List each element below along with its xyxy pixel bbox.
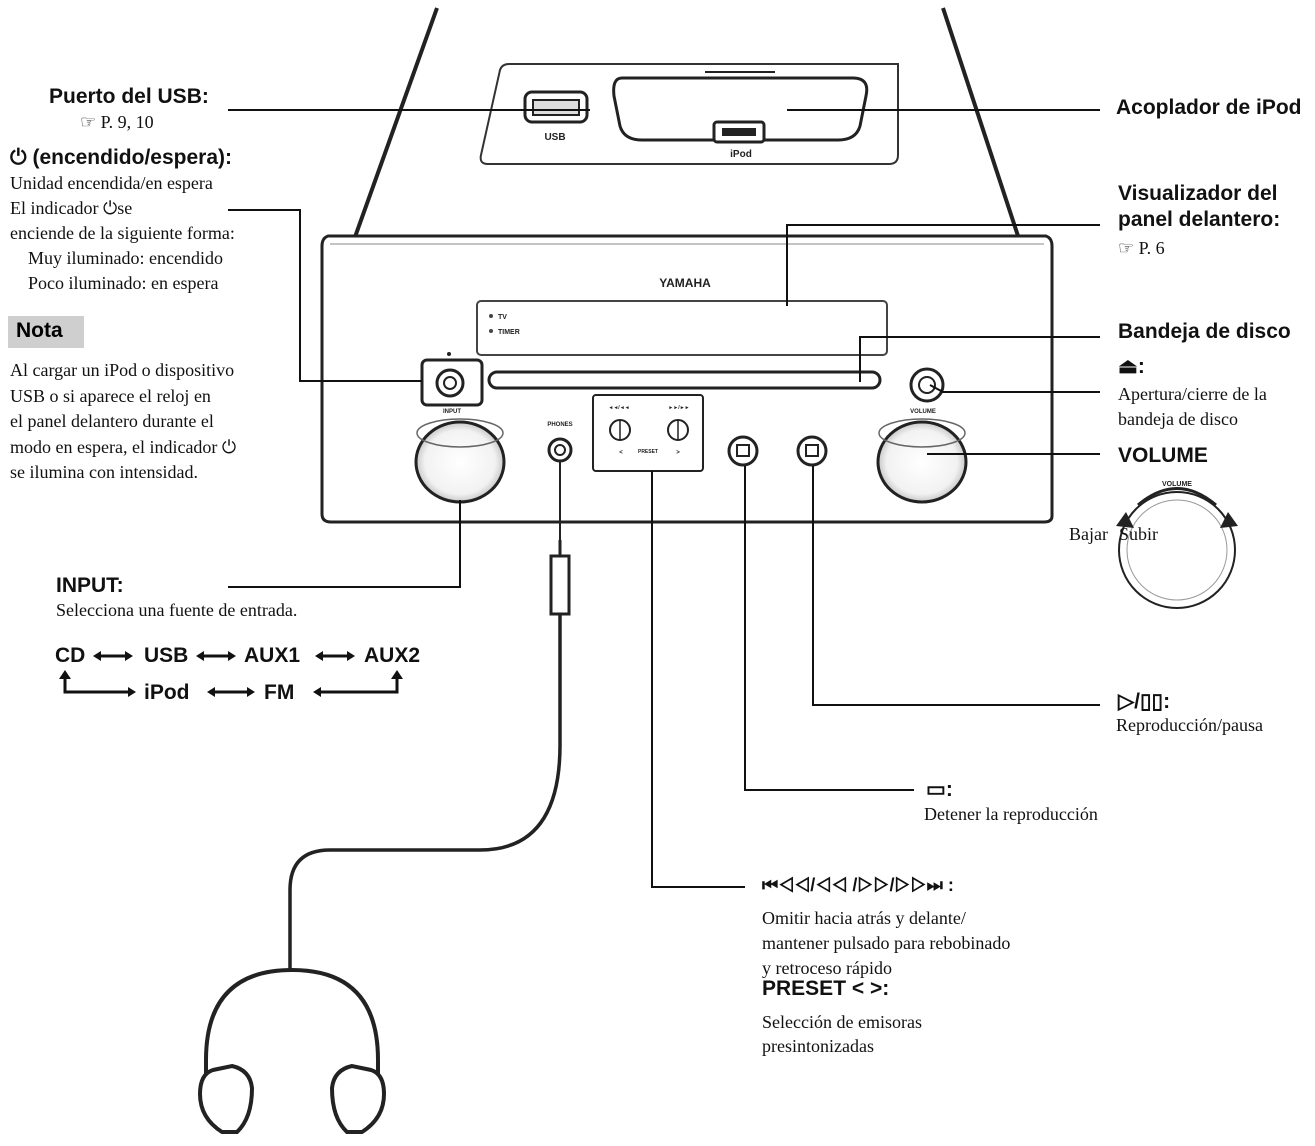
- ipod-dock[interactable]: [612, 71, 869, 144]
- eject-desc-1: Apertura/cierre de la: [1118, 384, 1267, 404]
- display-ref: ☞ P. 6: [1118, 238, 1165, 258]
- preset-label: PRESET: [638, 449, 658, 455]
- skip-desc-3: y retroceso rápido: [762, 958, 892, 978]
- power-button[interactable]: [420, 352, 484, 407]
- skip-symbol: ⏮◁◁/◁◁ /▷▷/▷▷⏭ :: [762, 875, 954, 895]
- phones-label: PHONES: [547, 422, 572, 428]
- ipod-dock-title: Acoplador de iPod: [1116, 96, 1302, 119]
- nota-badge: Nota: [8, 316, 84, 348]
- preset-panel: [592, 394, 704, 472]
- stop-symbol: ▭:: [926, 778, 953, 801]
- tv-led-label: TV: [498, 314, 507, 321]
- front-display: [476, 300, 888, 356]
- ipod-label: iPod: [730, 149, 752, 160]
- volume-knob-label: VOLUME: [910, 409, 936, 415]
- preset-right-label: >: [676, 450, 680, 456]
- leader-lines: [228, 109, 1100, 888]
- volume-dial-label: VOLUME: [1162, 481, 1192, 488]
- input-cycle-cd: CD: [55, 644, 86, 667]
- input-cycle-aux1: AUX1: [244, 644, 301, 667]
- volume-dial-icon: [1116, 487, 1238, 609]
- input-cycle-aux2: AUX2: [364, 644, 421, 667]
- stop-desc: Detener la reproducción: [924, 804, 1098, 824]
- preset-desc-2: presintonizadas: [762, 1036, 874, 1056]
- nota-line-4: modo en espera, el indicador ⏻: [10, 437, 237, 457]
- input-knob[interactable]: [414, 418, 506, 504]
- power-line-5: Poco iluminado: en espera: [28, 273, 219, 293]
- volume-up: Subir: [1119, 524, 1159, 544]
- disc-tray[interactable]: [487, 370, 882, 390]
- nota-line-5: se ilumina con intensidad.: [10, 462, 198, 482]
- usb-label: USB: [544, 132, 565, 143]
- timer-led-label: TIMER: [498, 329, 520, 336]
- preset-desc-1: Selección de emisoras: [762, 1012, 922, 1032]
- play-desc: Reproducción/pausa: [1116, 715, 1263, 735]
- power-line-4: Muy iluminado: encendido: [28, 248, 223, 268]
- volume-down: Bajar: [1069, 524, 1108, 544]
- input-knob-label: INPUT: [443, 409, 461, 415]
- headphones-icon: [197, 967, 387, 1134]
- input-cycle-arrows: [63, 654, 399, 694]
- tray-title: Bandeja de disco: [1118, 320, 1291, 343]
- input-cycle-fm: FM: [264, 681, 295, 704]
- input-title: INPUT:: [56, 574, 124, 597]
- power-title: ⏻ (encendido/espera):: [10, 146, 232, 169]
- headphone-cable: [288, 462, 571, 970]
- preset-title: PRESET < >:: [762, 977, 890, 1000]
- input-cycle-arrowheads: [59, 651, 403, 697]
- usb-port[interactable]: [523, 90, 589, 124]
- volume-knob[interactable]: [876, 418, 968, 504]
- power-line-1: Unidad encendida/en espera: [10, 173, 213, 193]
- usb-ref: ☞ P. 9, 10: [80, 112, 154, 132]
- skip-back-label: ◄◄/◄◄: [608, 405, 629, 411]
- yamaha-logo: YAMAHA: [659, 276, 711, 290]
- skip-fwd-label: ►►/►►: [668, 405, 689, 411]
- nota-line-2: USB o si aparece el reloj en: [10, 386, 211, 406]
- nota-line-3: el panel delantero durante el: [10, 411, 214, 431]
- eject-button[interactable]: [909, 367, 945, 403]
- eject-desc-2: bandeja de disco: [1118, 409, 1238, 429]
- play-symbol: ▷/▯▯:: [1118, 690, 1171, 713]
- nota-line-1: Al cargar un iPod o dispositivo: [10, 360, 235, 380]
- phones-jack[interactable]: [547, 437, 573, 463]
- display-title-2: panel delantero:: [1118, 208, 1281, 231]
- volume-title: VOLUME: [1118, 444, 1208, 467]
- skip-desc-1: Omitir hacia atrás y delante/: [762, 908, 966, 928]
- nota-label: Nota: [16, 319, 63, 342]
- usb-title: Puerto del USB:: [49, 85, 209, 108]
- power-line-3: enciende de la siguiente forma:: [10, 223, 235, 243]
- input-desc: Selecciona una fuente de entrada.: [56, 600, 298, 620]
- eject-symbol: ⏏:: [1118, 355, 1145, 378]
- display-title-1: Visualizador del: [1118, 182, 1278, 205]
- input-cycle-ipod: iPod: [144, 681, 190, 704]
- skip-desc-2: mantener pulsado para rebobinado: [762, 933, 1011, 953]
- stop-button[interactable]: [727, 435, 759, 467]
- play-pause-button[interactable]: [796, 435, 828, 467]
- input-cycle-usb: USB: [144, 644, 189, 667]
- preset-left-label: <: [619, 450, 623, 456]
- power-line-2: El indicador ⏻se: [10, 198, 133, 218]
